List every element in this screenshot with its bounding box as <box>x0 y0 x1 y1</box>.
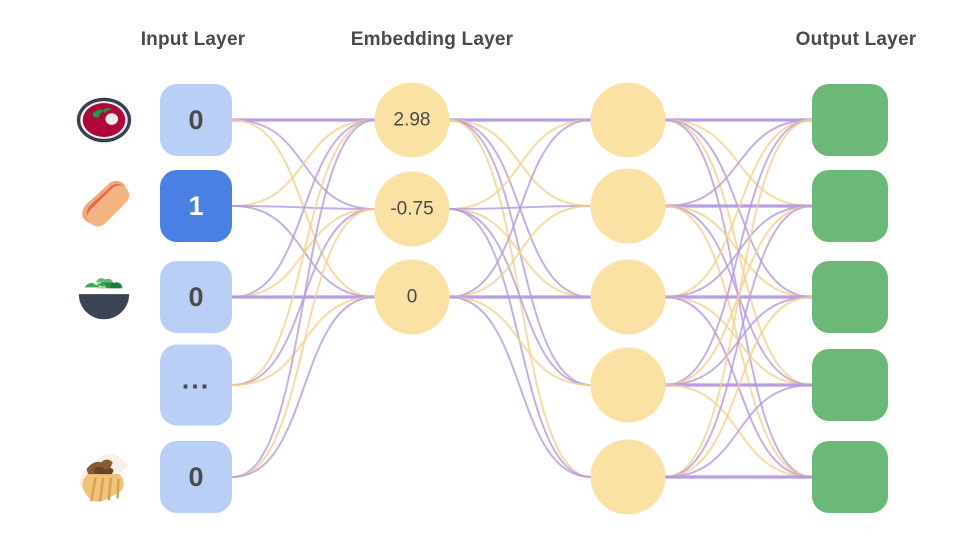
connection-edge <box>232 119 376 207</box>
connection-edge <box>664 119 813 478</box>
connection-edge <box>664 384 813 478</box>
output-node-5[interactable] <box>812 441 888 513</box>
hidden-node-2[interactable] <box>590 168 666 244</box>
connection-edge <box>664 119 813 386</box>
hidden-node-5[interactable] <box>590 439 666 515</box>
output-layer-title: Output Layer <box>795 29 917 50</box>
connection-edge <box>232 119 376 298</box>
connection-edge <box>448 205 592 298</box>
hot-dog-icon <box>73 175 135 237</box>
input-node-4[interactable]: ... <box>160 344 232 426</box>
input-node-3[interactable]: 0 <box>160 261 232 333</box>
connection-edge <box>664 205 813 478</box>
connection-edge <box>664 119 813 298</box>
embedding-node-1[interactable]: 2.98 <box>374 82 450 158</box>
connection-edge <box>664 205 813 478</box>
hidden-node-1[interactable] <box>590 82 666 158</box>
salad-bowl-icon <box>73 266 135 328</box>
connection-edge <box>448 119 592 298</box>
connection-edge <box>664 205 813 298</box>
connection-edge <box>448 119 592 298</box>
connection-edge <box>664 205 813 298</box>
connection-edge <box>664 119 813 386</box>
connection-edge <box>664 119 813 207</box>
connection-edge <box>448 119 592 210</box>
connection-edge <box>664 205 813 386</box>
soup-bowl-icon <box>73 89 135 151</box>
input-node-2[interactable]: 1 <box>160 170 232 242</box>
input-node-1[interactable]: 0 <box>160 84 232 156</box>
connection-edge <box>448 119 592 386</box>
connection-edge <box>664 119 813 207</box>
connection-edge <box>664 296 813 478</box>
connection-edge <box>448 208 592 478</box>
embedding-node-3[interactable]: 0 <box>374 259 450 335</box>
connection-edge <box>232 296 376 478</box>
burrito-icon <box>73 446 135 508</box>
connection-edge <box>448 119 592 478</box>
input-layer-title: Input Layer <box>140 29 246 50</box>
connection-edge <box>232 208 376 478</box>
input-node-5[interactable]: 0 <box>160 441 232 513</box>
hidden-node-4[interactable] <box>590 347 666 423</box>
connection-edge <box>664 296 813 386</box>
connection-edge <box>232 205 376 210</box>
connection-edge <box>664 384 813 478</box>
connection-edge <box>448 296 592 386</box>
hidden-node-3[interactable] <box>590 259 666 335</box>
output-node-2[interactable] <box>812 170 888 242</box>
embedding-node-2[interactable]: -0.75 <box>374 171 450 247</box>
connection-edge <box>232 119 376 210</box>
connection-edge <box>448 119 592 207</box>
output-node-3[interactable] <box>812 261 888 333</box>
connection-edge <box>664 296 813 478</box>
connection-edge <box>232 208 376 386</box>
connection-edge <box>232 119 376 298</box>
connection-edge <box>448 208 592 298</box>
connection-edge <box>232 119 376 386</box>
connection-edge <box>664 205 813 386</box>
connection-edge <box>664 119 813 478</box>
connection-edge <box>232 119 376 478</box>
output-node-4[interactable] <box>812 349 888 421</box>
connection-edge <box>232 296 376 386</box>
connection-edge <box>448 208 592 386</box>
connection-edge <box>664 296 813 386</box>
connection-edge <box>448 205 592 210</box>
connection-edge <box>448 296 592 478</box>
output-node-1[interactable] <box>812 84 888 156</box>
connection-edge <box>232 205 376 298</box>
embedding-layer-title: Embedding Layer <box>350 29 514 50</box>
connection-edge <box>664 119 813 298</box>
connection-edge <box>232 208 376 298</box>
